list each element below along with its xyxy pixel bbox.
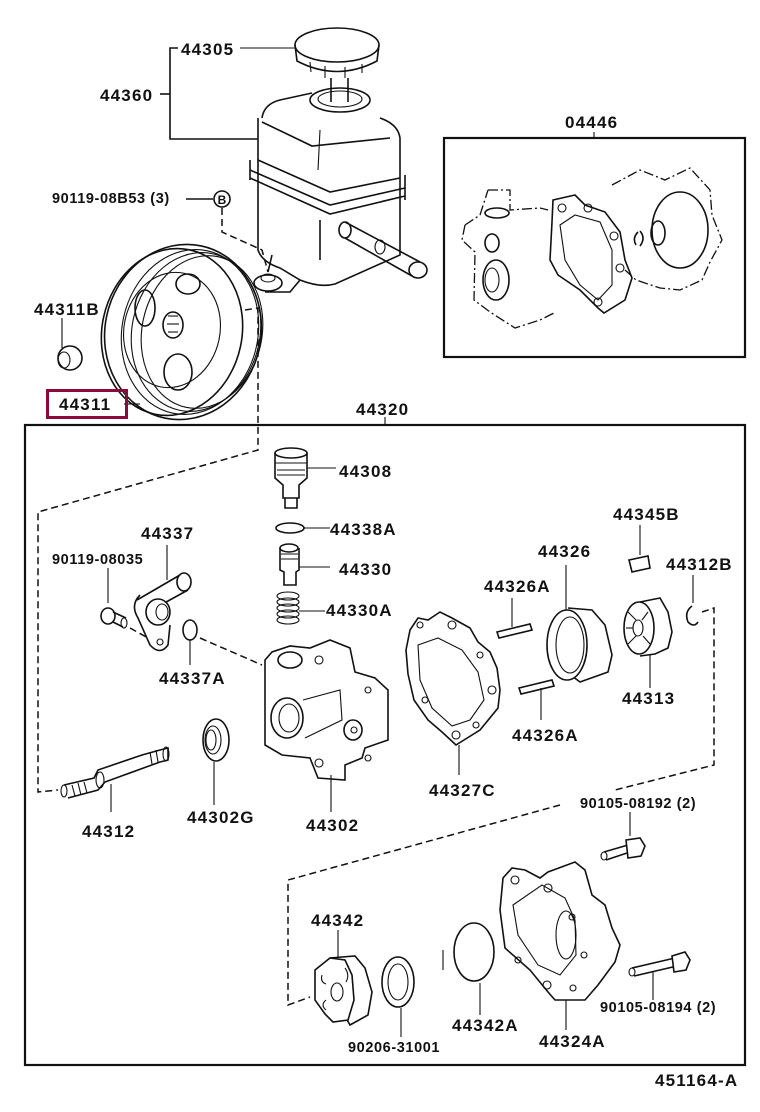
kit-04446-frame [442, 132, 747, 359]
shaft-44312-drawing[interactable] [60, 746, 170, 812]
part-label-44308[interactable]: 44308 [339, 462, 393, 481]
bolt-90105-08194-drawing[interactable] [628, 951, 691, 1000]
part-label-90105-08194[interactable]: 90105-08194 (2) [600, 1000, 717, 1016]
part-label-90206-31001[interactable]: 90206-31001 [348, 1040, 441, 1056]
part-label-90119-08B53[interactable]: 90119-08B53 (3) [52, 191, 170, 207]
pin-44345B-drawing[interactable] [628, 525, 651, 573]
pulley-alignment-dash [37, 307, 259, 793]
bolt-marker-b-glyph: B [218, 193, 227, 207]
part-label-44326A-top[interactable]: 44326A [484, 577, 551, 596]
part-label-44324A[interactable]: 44324A [539, 1032, 606, 1051]
flow-control-valve-drawing[interactable] [274, 447, 336, 509]
part-label-44320[interactable]: 44320 [356, 400, 410, 419]
reservoir-bracket-leader [160, 47, 298, 140]
diagram-reference-code: 451164-A [655, 1071, 739, 1090]
part-label-44312B[interactable]: 44312B [666, 555, 733, 574]
pin-44326A-top-drawing[interactable] [495, 598, 534, 639]
part-label-44342A[interactable]: 44342A [452, 1016, 519, 1035]
o-ring-44338A-drawing[interactable] [275, 522, 330, 534]
union-fitting-44337-drawing[interactable] [129, 545, 192, 652]
pump-assembly-44320-frame [23, 417, 747, 1067]
part-label-44326A-bottom[interactable]: 44326A [512, 726, 579, 745]
part-label-44302[interactable]: 44302 [306, 816, 360, 835]
part-label-44305[interactable]: 44305 [181, 40, 235, 59]
part-label-44337[interactable]: 44337 [141, 524, 195, 543]
o-ring-44342A-drawing[interactable] [442, 922, 495, 1015]
gasket-44327C-drawing[interactable] [405, 611, 501, 775]
bolt-90105-08192-drawing[interactable] [600, 812, 646, 861]
part-label-44345B[interactable]: 44345B [613, 505, 680, 524]
rear-housing-44324A-drawing[interactable] [499, 861, 621, 1030]
part-label-44327C[interactable]: 44327C [429, 781, 496, 800]
part-label-44311[interactable]: 44311 [59, 395, 112, 414]
part-label-90105-08192[interactable]: 90105-08192 (2) [580, 796, 697, 812]
pulley-nut-drawing[interactable] [57, 318, 83, 371]
part-label-44311B[interactable]: 44311B [34, 300, 100, 319]
cam-ring-44326-drawing[interactable] [546, 565, 613, 683]
snap-ring-44312B-drawing[interactable] [614, 575, 715, 791]
rotor-44313-drawing[interactable] [623, 597, 673, 688]
part-label-44312[interactable]: 44312 [82, 822, 136, 841]
bolt-90119-08035-drawing[interactable] [100, 568, 128, 629]
spring-44330A-drawing[interactable] [276, 591, 325, 625]
part-label-44302G[interactable]: 44302G [187, 808, 255, 827]
oil-seal-44302G-drawing[interactable] [202, 718, 230, 805]
part-label-90119-08035[interactable]: 90119-08035 [52, 552, 144, 568]
part-label-44330[interactable]: 44330 [339, 560, 393, 579]
rear-cover-alignment-dash [287, 804, 561, 1007]
pulley-drawing[interactable] [86, 230, 278, 435]
part-label-04446[interactable]: 04446 [565, 113, 619, 132]
part-label-44313[interactable]: 44313 [622, 689, 676, 708]
part-label-44338A[interactable]: 44338A [330, 520, 397, 539]
part-label-44326[interactable]: 44326 [538, 542, 592, 561]
bolt-marker-b[interactable]: B [186, 190, 269, 273]
highlighted-part-box [46, 389, 128, 419]
side-plate-44342-drawing[interactable] [314, 930, 373, 1027]
valve-44330-drawing[interactable] [279, 543, 330, 586]
seal-90206-31001-drawing[interactable] [381, 956, 415, 1037]
pump-housing-44302-drawing[interactable] [264, 639, 389, 812]
pin-44326A-bottom-drawing[interactable] [517, 679, 556, 720]
part-label-44342[interactable]: 44342 [311, 911, 365, 930]
o-ring-44337A-drawing[interactable] [182, 619, 263, 666]
reservoir-tank-drawing[interactable] [249, 87, 428, 293]
kit-04446-drawing[interactable] [461, 167, 723, 329]
part-label-44330A[interactable]: 44330A [326, 601, 393, 620]
part-label-44360[interactable]: 44360 [100, 86, 154, 105]
reservoir-cap-drawing[interactable] [294, 27, 380, 102]
part-label-44337A[interactable]: 44337A [159, 669, 226, 688]
